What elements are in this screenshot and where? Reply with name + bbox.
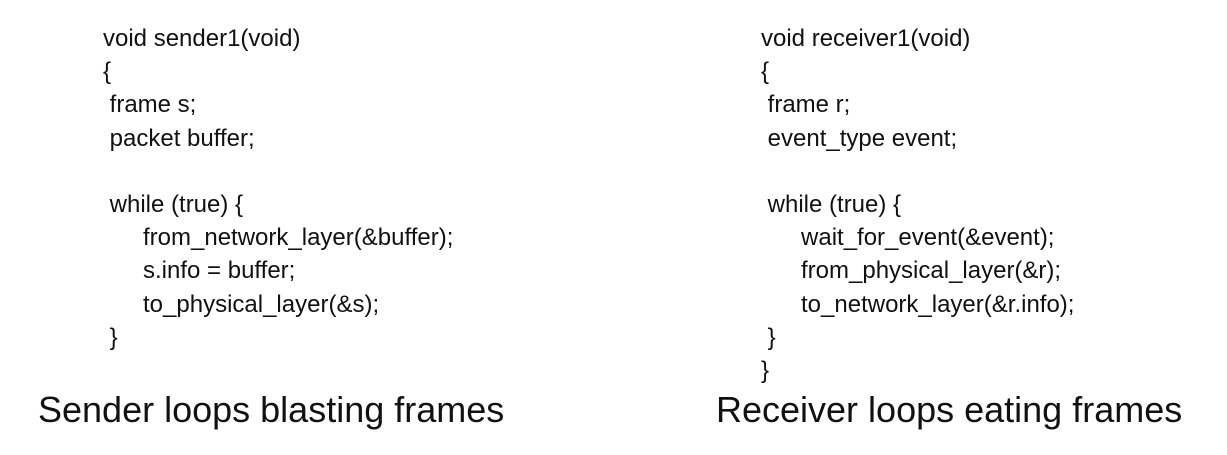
- code-line: to_network_layer(&r.info);: [761, 290, 1075, 318]
- code-line: frame r;: [761, 91, 851, 119]
- code-line: [103, 155, 453, 188]
- code-line: from_physical_layer(&r);: [761, 257, 1062, 285]
- code-line: while (true) {: [761, 190, 902, 218]
- code-line: to_physical_layer(&s);: [103, 290, 380, 318]
- code-line: wait_for_event(&event);: [761, 224, 1055, 252]
- code-line: [761, 155, 1074, 188]
- code-line: }: [103, 323, 118, 351]
- code-line: from_network_layer(&buffer);: [103, 224, 454, 252]
- code-line: while (true) {: [103, 190, 244, 218]
- code-line: void sender1(void): [103, 25, 301, 52]
- code-line: packet buffer;: [103, 124, 255, 152]
- sender-code-block: void sender1(void) { frame s; packet buf…: [103, 22, 453, 354]
- code-line: frame s;: [103, 91, 197, 119]
- code-line: {: [103, 58, 112, 86]
- code-line: }: [761, 356, 770, 384]
- receiver-caption: Receiver loops eating frames: [716, 389, 1183, 430]
- code-line: {: [761, 58, 770, 86]
- code-line: event_type event;: [761, 124, 958, 152]
- code-line: void receiver1(void): [761, 25, 971, 52]
- code-line: s.info = buffer;: [103, 257, 296, 285]
- receiver-code-block: void receiver1(void) { frame r; event_ty…: [761, 22, 1074, 387]
- code-line: }: [761, 323, 776, 351]
- sender-caption: Sender loops blasting frames: [38, 389, 505, 430]
